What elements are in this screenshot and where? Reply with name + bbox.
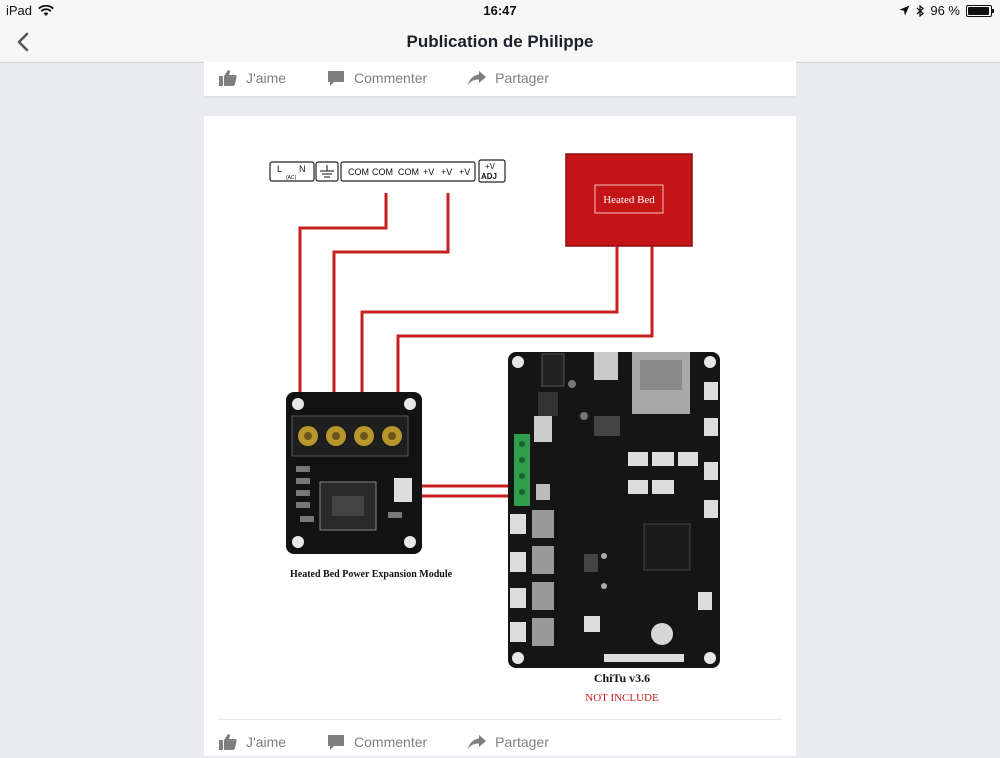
share-arrow-icon <box>468 71 487 85</box>
comment-button[interactable]: Commenter <box>326 733 427 751</box>
terminal-com1-label: COM <box>348 167 369 177</box>
comment-label: Commenter <box>354 70 428 86</box>
share-label: Partager <box>495 734 549 750</box>
board-note: NOT INCLUDE <box>585 692 659 704</box>
terminal-ac-label: (AC) <box>286 175 297 181</box>
thumbs-up-icon <box>219 734 237 750</box>
bluetooth-icon <box>916 4 925 17</box>
share-button[interactable]: Partager <box>467 733 549 751</box>
clock: 16:47 <box>483 3 517 18</box>
heated-bed-label: Heated Bed <box>603 194 655 206</box>
action-bar: J'aime Commenter Partager <box>204 62 796 94</box>
module-caption: Heated Bed Power Expansion Module <box>290 569 453 580</box>
like-button[interactable]: J'aime <box>218 733 286 751</box>
wifi-icon <box>38 4 54 16</box>
terminal-v1-label: +V <box>423 167 434 177</box>
battery-percent: 96 % <box>930 3 960 18</box>
terminal-adj-top-label: +V <box>485 162 496 171</box>
terminal-v2-label: +V <box>441 167 452 177</box>
comment-icon <box>328 735 345 750</box>
battery-icon <box>966 4 994 17</box>
share-label: Partager <box>495 70 549 86</box>
post-card: L N (AC) COM COM COM +V +V +V +V ADJ Hea… <box>204 116 796 756</box>
comment-label: Commenter <box>354 734 428 750</box>
comment-icon <box>328 71 345 86</box>
like-label: J'aime <box>246 734 287 750</box>
terminal-com3-label: COM <box>398 167 419 177</box>
wiring <box>298 193 654 498</box>
board-name: ChiTu v3.6 <box>594 671 650 685</box>
location-arrow-icon <box>899 5 910 16</box>
device-label: iPad <box>6 3 33 18</box>
page-title: Publication de Philippe <box>406 32 594 51</box>
terminal-adj-bottom-label: ADJ <box>481 172 497 181</box>
like-button[interactable]: J'aime <box>218 69 286 87</box>
navigation-bar: Publication de Philippe <box>0 22 1000 63</box>
thumbs-up-icon <box>219 70 237 86</box>
status-bar: iPad 16:47 96 % <box>0 0 1000 22</box>
comment-button[interactable]: Commenter <box>326 69 427 87</box>
wiring-diagram-image[interactable]: L N (AC) COM COM COM +V +V +V +V ADJ Hea… <box>204 116 796 716</box>
ground-symbol-icon <box>320 165 334 178</box>
share-button[interactable]: Partager <box>467 69 549 87</box>
terminal-com2-label: COM <box>372 167 393 177</box>
post-action-bar: J'aime Commenter Partager <box>204 726 589 758</box>
divider <box>218 719 782 720</box>
chevron-left-icon <box>17 32 29 52</box>
power-expansion-module <box>286 392 422 554</box>
terminal-n-label: N <box>299 164 306 174</box>
previous-post-actions-card: J'aime Commenter Partager <box>204 62 796 97</box>
power-supply-terminals: L N (AC) COM COM COM +V +V +V +V ADJ <box>269 159 506 183</box>
battery-fill <box>968 6 989 15</box>
back-button[interactable] <box>12 28 36 56</box>
terminal-v3-label: +V <box>459 167 470 177</box>
share-arrow-icon <box>468 735 487 749</box>
like-label: J'aime <box>246 70 287 86</box>
terminal-l-label: L <box>277 164 282 174</box>
chitu-board <box>508 352 720 668</box>
heated-bed-block: Heated Bed <box>565 153 693 247</box>
